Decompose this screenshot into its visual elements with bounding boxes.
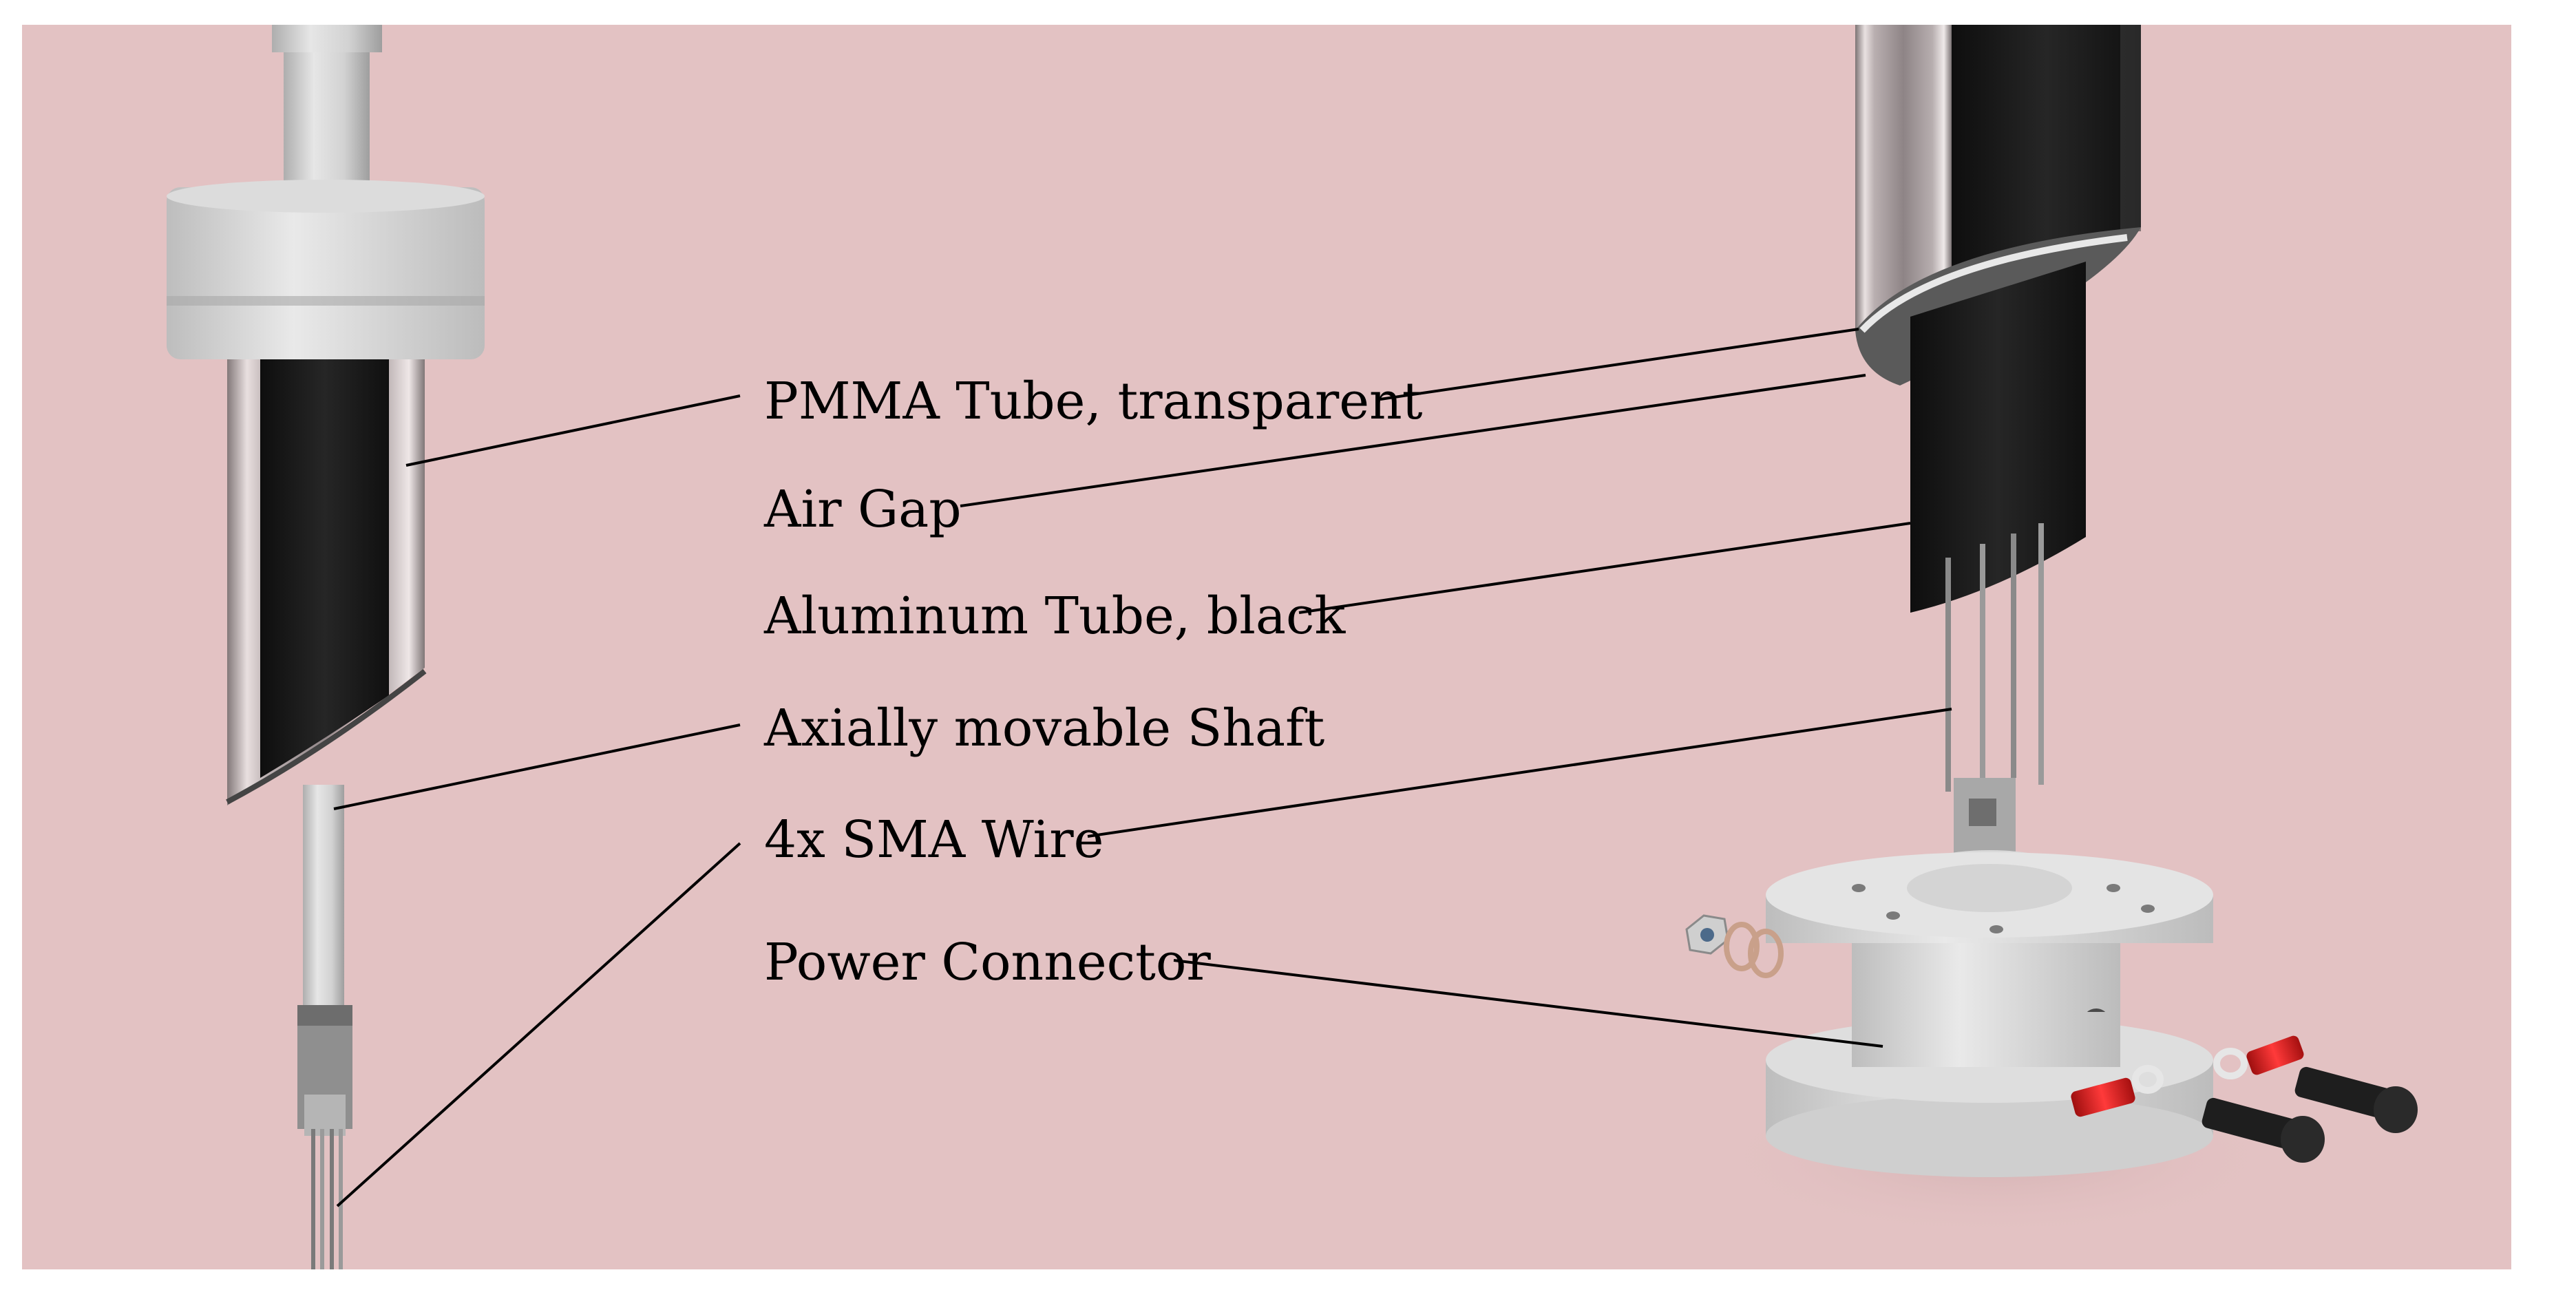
hex-nut-hole <box>1700 928 1714 942</box>
leader-pmma-left <box>405 394 741 467</box>
top-rod <box>284 52 370 183</box>
label-power-connector: Power Connector <box>764 933 1211 992</box>
flange-hole-2 <box>1886 911 1900 920</box>
flange-hole-1 <box>1852 884 1866 892</box>
right-assembly <box>1685 25 2418 1239</box>
hub-base <box>1907 864 2072 912</box>
bevel-shine <box>1859 234 2128 333</box>
red-connector-1 <box>2071 1077 2135 1117</box>
tube-highlight <box>2120 25 2141 231</box>
label-aluminum-tube: Aluminum Tube, black <box>763 587 1346 646</box>
leader-aluminum <box>1298 522 1911 614</box>
flange-hole-3 <box>2107 884 2120 892</box>
ring-terminal-1 <box>2132 1065 2164 1094</box>
labels: PMMA Tube, transparent Air Gap Aluminum … <box>763 372 1423 992</box>
leader-pmma-right <box>1380 328 1859 401</box>
middle-body-lower <box>1852 1012 2120 1067</box>
top-rod-cap <box>272 25 382 52</box>
aluminum-tube-left <box>260 359 389 778</box>
wire-clamp-slot <box>1969 799 1996 826</box>
label-pmma-tube: PMMA Tube, transparent <box>764 372 1423 431</box>
leader-power <box>1173 959 1883 1048</box>
screw-1-shank <box>2202 1097 2301 1150</box>
bottom-flange-bottom <box>1766 1095 2213 1177</box>
leader-lines <box>333 328 1952 1207</box>
screw-1-head <box>2281 1116 2325 1163</box>
label-sma-wire: 4x SMA Wire <box>764 810 1104 869</box>
red-connector-2 <box>2246 1035 2304 1075</box>
leader-sma-right <box>1087 708 1952 838</box>
leader-air-gap <box>960 374 1866 507</box>
label-shaft: Axially movable Shaft <box>763 699 1324 758</box>
collar-groove <box>167 296 485 306</box>
leader-sma-left <box>336 842 741 1207</box>
screw-2-shank <box>2294 1066 2394 1119</box>
washer-1 <box>1724 922 1760 971</box>
collar <box>167 187 485 359</box>
pmma-tube-bevel-edge <box>226 668 427 805</box>
collar-top-face <box>167 180 485 213</box>
flange-hole-4 <box>2141 905 2155 913</box>
shaft-left <box>303 785 344 1005</box>
label-air-gap: Air Gap <box>763 480 962 539</box>
washer-2 <box>1748 929 1784 978</box>
leader-shaft <box>333 724 741 810</box>
left-assembly <box>167 25 485 1269</box>
ring-terminal-2 <box>2213 1048 2248 1079</box>
screw-2-head <box>2374 1086 2418 1133</box>
clamp-block-top <box>297 1005 352 1026</box>
flange-hole-5 <box>1989 925 2003 933</box>
